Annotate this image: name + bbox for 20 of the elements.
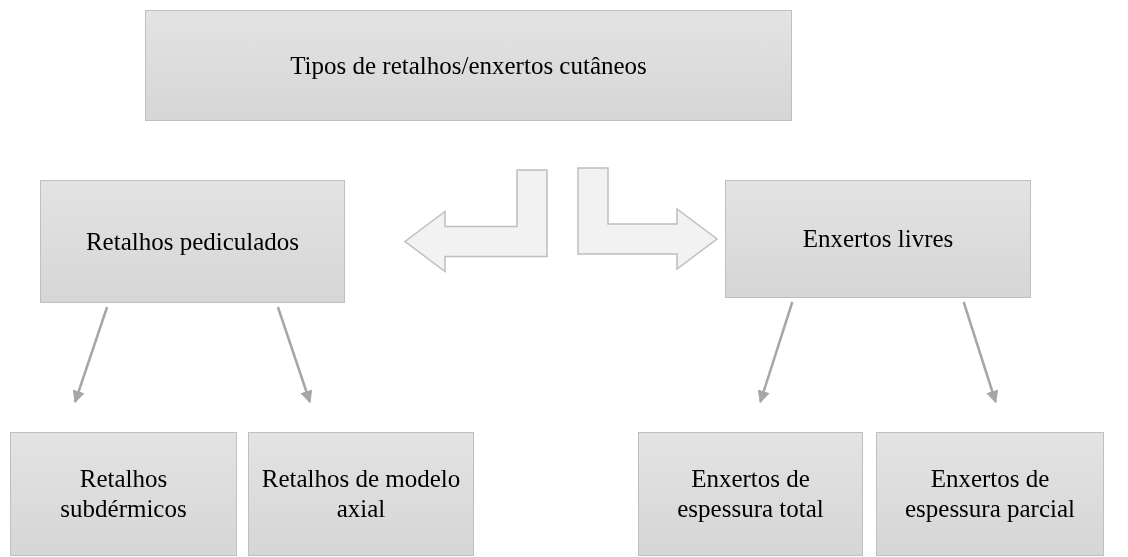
process-box bbox=[876, 432, 1104, 556]
box-label: Retalhos pediculados bbox=[85, 226, 300, 257]
box-label: Retalhos subdérmicos bbox=[59, 464, 188, 524]
arrow bbox=[757, 301, 794, 404]
box-label: Retalhos de modelo axial bbox=[260, 464, 462, 524]
process-box bbox=[248, 432, 474, 556]
box-label: Enxertos de espessura parcial bbox=[903, 464, 1077, 524]
process-box bbox=[725, 180, 1031, 298]
block-arrow bbox=[577, 167, 719, 271]
process-box bbox=[638, 432, 863, 556]
box-label: Enxertos livres bbox=[802, 224, 954, 254]
process-box bbox=[10, 432, 237, 556]
box-label: Tipos de retalhos/enxertos cutâneos bbox=[290, 50, 647, 81]
arrow bbox=[276, 306, 313, 404]
arrow bbox=[962, 301, 999, 404]
arrow bbox=[72, 306, 109, 404]
box-label: Enxertos de espessura total bbox=[676, 464, 825, 524]
block-arrow bbox=[403, 169, 548, 273]
process-box bbox=[145, 10, 792, 121]
process-box bbox=[40, 180, 345, 303]
